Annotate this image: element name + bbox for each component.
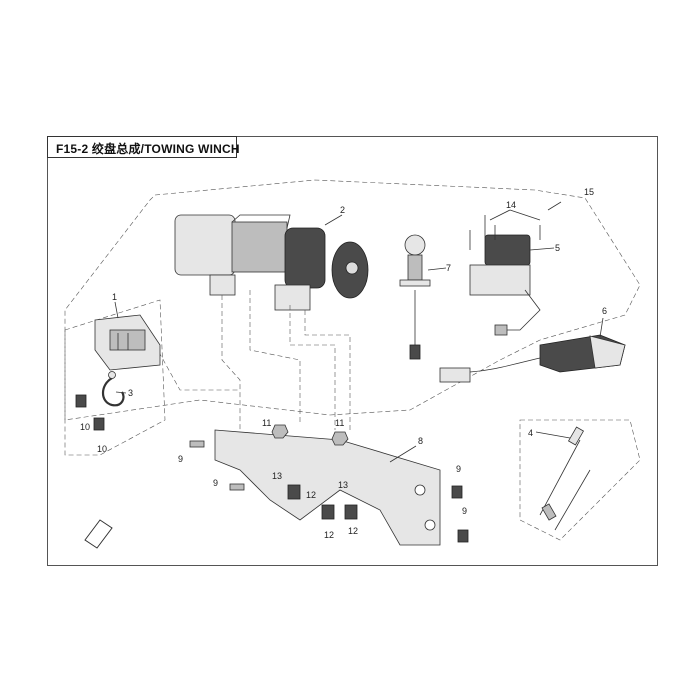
callout-9c: 9 xyxy=(456,464,461,474)
callout-6: 6 xyxy=(602,306,607,316)
nuts-11 xyxy=(271,424,349,446)
callout-11b: 11 xyxy=(335,418,344,428)
callout-15: 15 xyxy=(584,187,594,197)
page-title: F15-2 绞盘总成/TOWING WINCH xyxy=(56,142,240,156)
callout-3: 3 xyxy=(128,388,133,398)
callout-labels: 2 1 3 7 5 6 4 8 9 9 9 9 10 10 11 11 12 1… xyxy=(80,187,607,540)
callout-13a: 13 xyxy=(272,471,282,481)
fairlead-outline xyxy=(64,299,166,456)
callout-10a: 10 xyxy=(80,422,90,432)
callout-5: 5 xyxy=(555,243,560,253)
callout-12c: 12 xyxy=(348,526,358,536)
rocker-switch xyxy=(399,234,431,360)
callout-7: 4 xyxy=(528,428,533,438)
callout-9d: 9 xyxy=(462,506,467,516)
callout-11a: 11 xyxy=(262,418,271,428)
hook xyxy=(101,371,125,407)
mounting-bracket xyxy=(214,429,441,546)
front-arrow-icon xyxy=(84,519,113,549)
callout-12a: 12 xyxy=(306,490,316,500)
harness-outline xyxy=(519,419,641,541)
callout-4: 7 xyxy=(446,263,451,273)
bolts-10 xyxy=(75,394,105,431)
title-box: F15-2 绞盘总成/TOWING WINCH xyxy=(47,136,240,158)
callout-9b: 9 xyxy=(213,478,218,488)
callout-leaders xyxy=(114,201,604,463)
wiring-harness xyxy=(539,426,591,531)
contactor xyxy=(469,215,541,336)
remote-control xyxy=(439,334,626,383)
winch-motor xyxy=(174,214,369,311)
assembly-leaders xyxy=(154,290,351,430)
callout-2: 2 xyxy=(340,205,345,215)
callout-9a: 9 xyxy=(178,454,183,464)
callout-8: 8 xyxy=(418,436,423,446)
fairlead xyxy=(94,314,161,371)
bolts-12 xyxy=(287,484,358,520)
assembly-outline xyxy=(64,179,641,421)
bolts-9 xyxy=(189,440,469,543)
callout-1: 1 xyxy=(112,292,117,302)
callout-13b: 13 xyxy=(338,480,348,490)
callout-10b: 10 xyxy=(97,444,107,454)
diagram-frame xyxy=(47,136,658,566)
callout-12b: 12 xyxy=(324,530,334,540)
callout-14: 14 xyxy=(506,200,516,210)
